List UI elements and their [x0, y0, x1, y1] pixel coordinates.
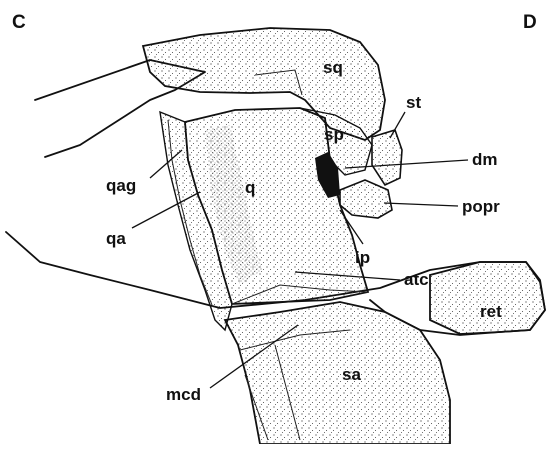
label-qag: qag: [106, 176, 136, 195]
label-ret: ret: [480, 302, 502, 321]
label-q: q: [245, 178, 255, 197]
label-qa: qa: [106, 229, 126, 248]
retroarticular-process: [430, 262, 545, 334]
label-ip: ip: [355, 248, 370, 267]
supratemporal-bone: [372, 130, 402, 185]
label-st: st: [406, 93, 421, 112]
panel-label-d: D: [523, 12, 537, 33]
label-sq: sq: [323, 58, 343, 77]
label-mcd: mcd: [166, 385, 201, 404]
label-popr: popr: [462, 197, 500, 216]
label-sp: sp: [324, 125, 344, 144]
leader-st: [390, 112, 405, 138]
label-atc: atc: [404, 270, 429, 289]
label-sa: sa: [342, 365, 361, 384]
surangular-bone: [225, 302, 450, 444]
leader-popr: [384, 203, 458, 206]
label-dm: dm: [472, 150, 498, 169]
paroccipital-process: [340, 180, 392, 218]
panel-label-c: C: [12, 12, 26, 33]
